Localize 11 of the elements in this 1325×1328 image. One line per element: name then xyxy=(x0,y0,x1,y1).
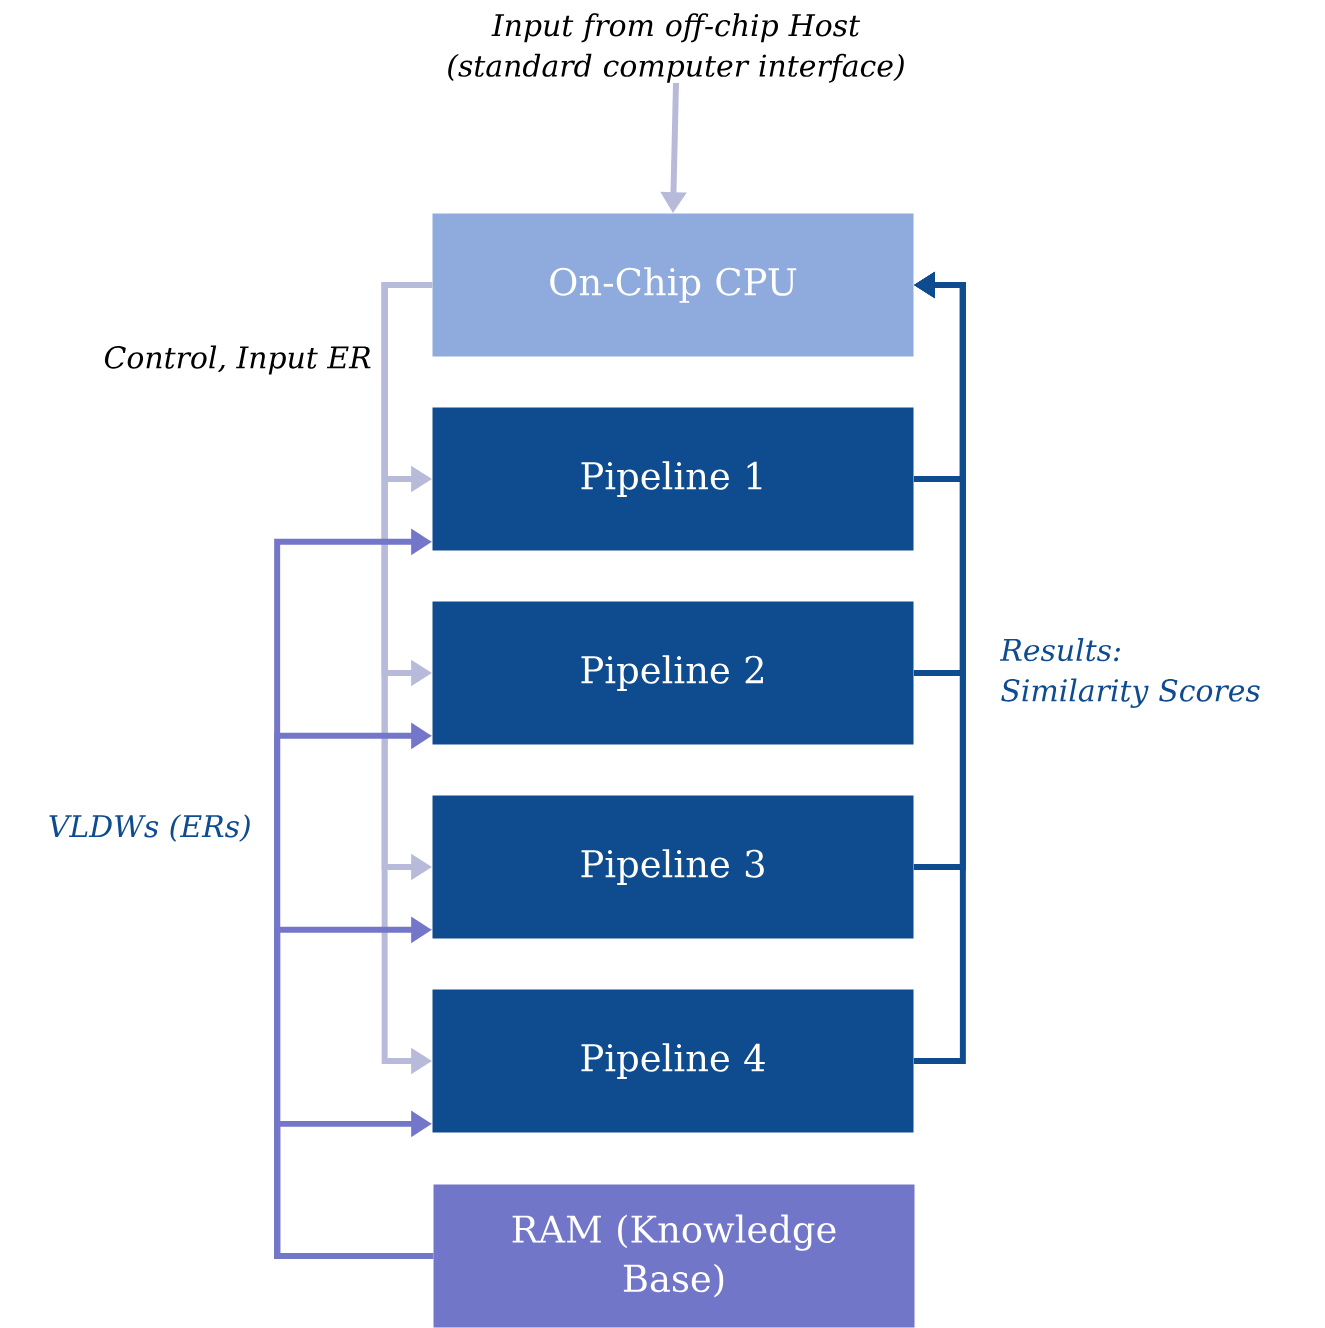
input-text: Input from off-chip Host (standard computer interface) xyxy=(448,13,904,83)
process-box: RAM (Knowledge Base) xyxy=(433,1184,915,1328)
process-box: Pipeline 1 xyxy=(432,407,914,551)
arrow xyxy=(274,1110,434,1259)
process-box: Pipeline 4 xyxy=(432,989,914,1133)
annotation-text: VLDWs (ERs) xyxy=(49,814,250,842)
process-box: Pipeline 3 xyxy=(432,795,914,939)
process-box: On-Chip CPU xyxy=(432,213,914,357)
annotation-text: Control, Input ER xyxy=(104,345,371,375)
process-box: Pipeline 2 xyxy=(432,601,914,745)
annotation-text: Results: Similarity Scores xyxy=(999,638,1260,708)
